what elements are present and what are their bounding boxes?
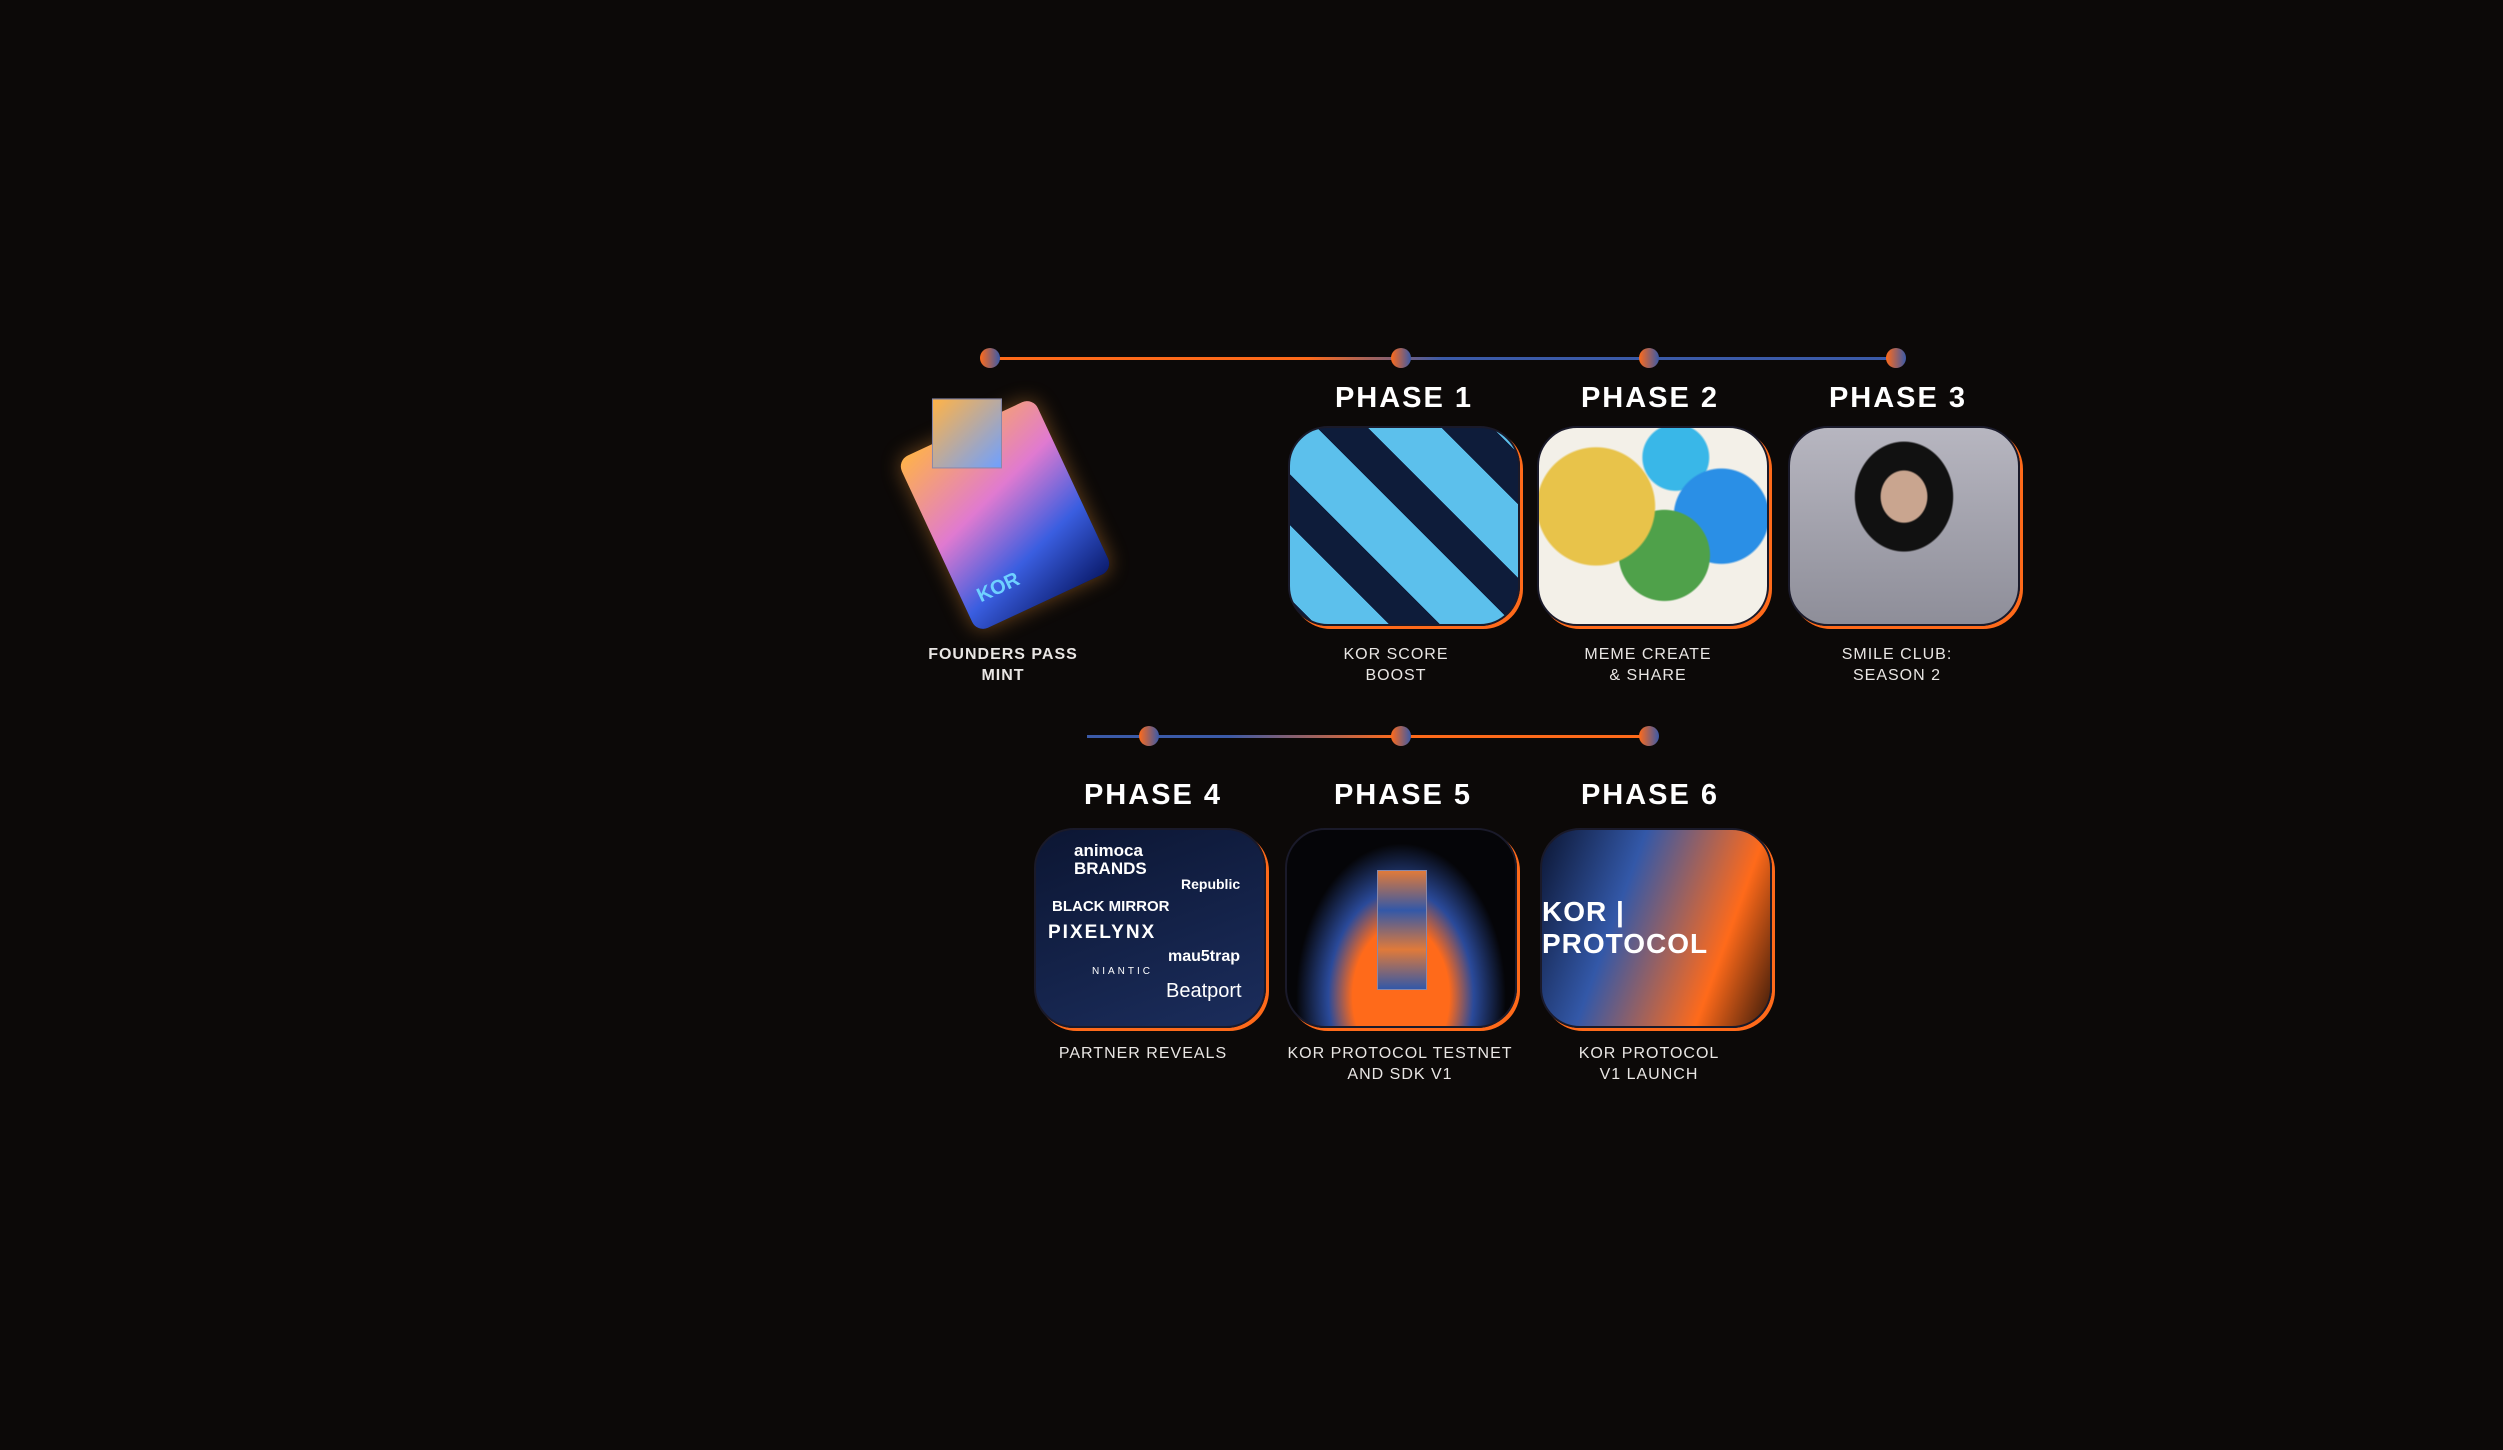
- phase-3-label: SMILE CLUB: SEASON 2: [1757, 644, 2037, 686]
- partner-logo: Beatport: [1166, 980, 1242, 1002]
- label-line: KOR PROTOCOL: [1578, 1045, 1720, 1062]
- partner-logo: PIXELYNX: [1048, 922, 1157, 943]
- kor-protocol-logo: KOR | PROTOCOL: [1542, 896, 1709, 959]
- phase-2-label: MEME CREATE & SHARE: [1508, 644, 1788, 686]
- founders-pass-label: FOUNDERS PASS MINT: [863, 644, 1143, 686]
- phase-6-label: KOR PROTOCOL V1 LAUNCH: [1509, 1043, 1789, 1085]
- timeline-dot-phase-3: [1886, 348, 1906, 368]
- label-line: & SHARE: [1609, 667, 1687, 684]
- phase-5-card-testnet[interactable]: [1285, 828, 1517, 1028]
- phase-5-title: PHASE 5: [1333, 779, 1473, 811]
- timeline-dot-phase-5: [1391, 726, 1411, 746]
- partner-logo: animoca BRANDS: [1074, 841, 1147, 878]
- founders-pass-image: KOR: [896, 397, 1114, 633]
- label-line: PARTNER REVEALS: [1058, 1045, 1228, 1062]
- timeline-dot-phase-6: [1639, 726, 1659, 746]
- phase-1-title: PHASE 1: [1334, 382, 1474, 414]
- phase-5-label: KOR PROTOCOL TESTNET AND SDK V1: [1260, 1043, 1540, 1085]
- phase-6-title: PHASE 6: [1580, 779, 1720, 811]
- timeline-dot-phase-4: [1139, 726, 1159, 746]
- label-line: AND SDK V1: [1347, 1066, 1453, 1083]
- phase-3-title: PHASE 3: [1828, 382, 1968, 414]
- cube-decoration: [931, 398, 1002, 469]
- kor-card-logo: KOR: [973, 568, 1024, 608]
- label-line: MINT: [981, 667, 1025, 684]
- timeline-dot-founders: [980, 348, 1000, 368]
- phase-6-card-launch[interactable]: KOR | PROTOCOL: [1540, 828, 1772, 1028]
- phase-4-title: PHASE 4: [1083, 779, 1223, 811]
- timeline-bottom: [1087, 735, 1649, 738]
- label-line: SMILE CLUB:: [1841, 646, 1953, 663]
- stacked-cubes-icon: [1377, 870, 1427, 990]
- partner-logo: Republic: [1181, 876, 1241, 892]
- phase-4-card-partners[interactable]: animoca BRANDS Republic BLACK MIRROR PIX…: [1034, 828, 1266, 1028]
- partner-logo: mau5trap: [1168, 948, 1241, 965]
- phase-2-title: PHASE 2: [1580, 382, 1720, 414]
- label-line: FOUNDERS PASS: [928, 646, 1078, 663]
- partner-logo: BLACK MIRROR: [1052, 898, 1170, 915]
- phase-4-label: PARTNER REVEALS: [1003, 1043, 1283, 1064]
- label-line: SEASON 2: [1852, 667, 1942, 684]
- partner-logo: NIANTIC: [1092, 966, 1153, 977]
- phase-1-card-kor-score[interactable]: [1288, 426, 1520, 626]
- phase-3-card-smile-club[interactable]: [1788, 426, 2020, 626]
- timeline-dot-phase-1: [1391, 348, 1411, 368]
- timeline-top: [990, 357, 1896, 360]
- phase-2-card-memes[interactable]: [1537, 426, 1769, 626]
- label-line: MEME CREATE: [1584, 646, 1712, 663]
- label-line: V1 LAUNCH: [1599, 1066, 1699, 1083]
- label-line: KOR SCORE: [1343, 646, 1449, 663]
- phase-1-label: KOR SCORE BOOST: [1256, 644, 1536, 686]
- timeline-dot-phase-2: [1639, 348, 1659, 368]
- label-line: BOOST: [1365, 667, 1427, 684]
- label-line: KOR PROTOCOL TESTNET: [1287, 1045, 1513, 1062]
